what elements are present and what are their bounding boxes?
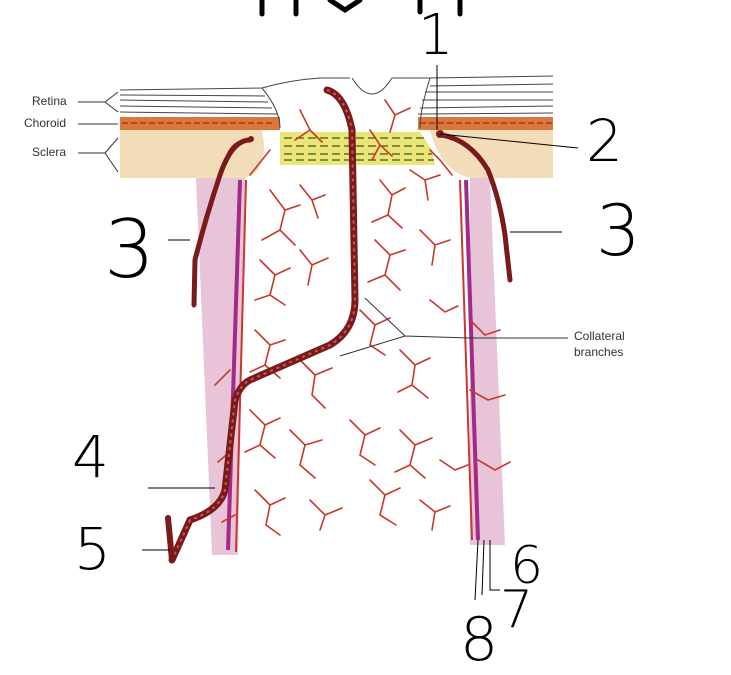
handwritten-number-7: 7 [500, 584, 533, 636]
label-choroid: Choroid [24, 116, 66, 130]
central-vessel-branch [168, 518, 172, 560]
label-collateral-line1: Collateral [574, 329, 625, 343]
label-sclera: Sclera [32, 145, 66, 159]
handwritten-number-4: 4 [72, 428, 109, 486]
handwritten-number-8: 8 [460, 610, 498, 670]
handwritten-number-5: 5 [74, 520, 111, 578]
handwritten-number-1: 1 [418, 8, 454, 64]
handwritten-number-3-right: 3 [596, 196, 641, 266]
handwritten-number-3-left: 3 [104, 210, 155, 290]
label-collateral-line2: branches [574, 345, 623, 359]
label-retina: Retina [32, 94, 67, 108]
handwritten-number-2: 2 [586, 112, 623, 170]
sclera-layer [120, 130, 264, 178]
